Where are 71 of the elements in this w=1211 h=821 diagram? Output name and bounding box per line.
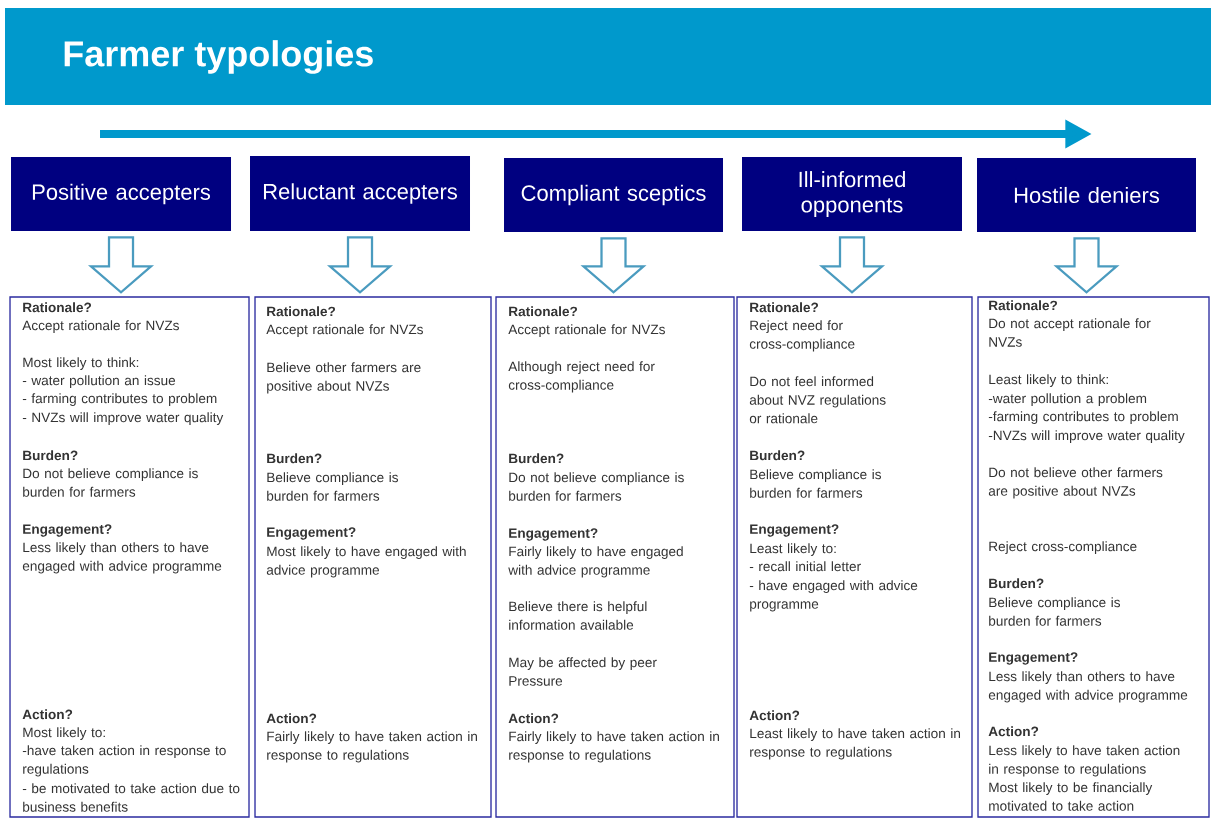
description-text: Although reject need for cross-compliance <box>508 361 655 393</box>
section-heading: Action? <box>266 713 317 724</box>
description-text: Believe compliance is burden for farmers <box>750 469 882 498</box>
section-heading: Rationale? <box>267 306 335 317</box>
description-text: Most likely to be financially motivated to take action <box>989 782 1153 811</box>
typology-header: Reluctant accepters <box>250 156 470 231</box>
description-text: - farming contributes to problem <box>22 393 217 406</box>
description-text: Most likely to think: <box>23 357 139 370</box>
section-heading: Engagement? <box>23 524 112 537</box>
description-text: Reject need for cross-compliance <box>749 320 855 352</box>
description-text: - water pollution an issue <box>22 375 176 388</box>
hollow-arrow <box>87 236 155 294</box>
description-text: Accept rationale for NVZs <box>266 324 423 337</box>
section-heading: Rationale? <box>23 302 91 313</box>
description-text: Believe there is helpful information available <box>509 601 647 630</box>
description-text: -water pollution a problem <box>988 393 1147 406</box>
section-heading: Action? <box>988 726 1039 737</box>
section-heading: Rationale? <box>750 302 818 313</box>
description-text: Do not accept rationale for NVZs <box>989 318 1151 347</box>
section-heading: Rationale? <box>989 300 1057 311</box>
description-text: Less likely than others to have engaged with advice programme <box>988 671 1188 703</box>
description-text: Believe other farmers are positive about NVZs <box>267 362 421 394</box>
section-heading: Action? <box>749 710 800 721</box>
section-heading: Engagement? <box>267 527 356 540</box>
description-text: Fairly likely to have taken action in response to regulations <box>509 731 719 763</box>
typology-header: Ill-informed opponents <box>742 157 962 231</box>
description-text: - be motivated to take action due to business benefits <box>22 783 240 812</box>
description-text: May be affected by peer Pressure <box>509 657 657 686</box>
description-text: Reject cross-compliance <box>989 541 1137 554</box>
section-heading: Engagement? <box>509 528 598 541</box>
description-text: Do not feel informed about NVZ regulations or rationale <box>749 376 886 424</box>
section-heading: Burden? <box>23 450 78 461</box>
description-text: Accept rationale for NVZs <box>22 320 179 333</box>
description-text: - have engaged with advice programme <box>749 580 918 612</box>
typology-header: Compliant sceptics <box>504 158 723 232</box>
description-text: Believe compliance is burden for farmers <box>989 597 1121 626</box>
description-text: Fairly likely to have engaged with advice programme <box>508 546 683 578</box>
description-text: -NVZs will improve water quality <box>988 430 1185 443</box>
description-text: Do not believe compliance is burden for farmers <box>509 472 684 501</box>
hollow-arrow <box>326 236 394 294</box>
section-heading: Engagement? <box>989 652 1078 665</box>
description-text: Most likely to: <box>23 727 105 740</box>
typology-header: Hostile deniers <box>977 158 1196 232</box>
title: Farmer typologies <box>64 40 373 74</box>
description-text: Most likely to have engaged with advice programme <box>266 546 466 578</box>
section-heading: Burden? <box>509 453 564 464</box>
section-heading: Burden? <box>267 453 322 464</box>
section-heading: Action? <box>508 713 559 724</box>
description-text: -have taken action in response to regulations <box>22 745 226 777</box>
description-text: Fairly likely to have taken action in response to regulations <box>267 731 477 763</box>
section-heading: Burden? <box>989 578 1044 589</box>
hollow-arrow <box>818 236 886 294</box>
section-heading: Action? <box>22 709 73 720</box>
description-text: Least likely to think: <box>989 374 1108 387</box>
description-text: Less likely to have taken action in response to regulations <box>989 745 1180 777</box>
description-text: Least likely to: <box>750 543 836 556</box>
section-heading: Engagement? <box>750 524 839 537</box>
hollow-arrow <box>580 237 647 294</box>
description-text: Accept rationale for NVZs <box>508 324 665 337</box>
typology-header: Positive accepters <box>11 157 231 231</box>
description-text: - NVZs will improve water quality <box>22 412 224 425</box>
description-text: -farming contributes to problem <box>988 411 1178 424</box>
section-heading: Rationale? <box>509 306 577 317</box>
description-text: Do not believe other farmers are positive about NVZs <box>988 467 1163 499</box>
description-text: Believe compliance is burden for farmers <box>267 472 399 501</box>
hollow-arrow <box>1053 237 1120 294</box>
description-text: Least likely to have taken action in response to regulations <box>750 728 960 760</box>
description-text: Do not believe compliance is burden for farmers <box>23 468 198 497</box>
description-text: - recall initial letter <box>749 561 861 572</box>
description-text: Less likely than others to have engaged with advice programme <box>22 542 222 574</box>
section-heading: Burden? <box>750 450 805 461</box>
